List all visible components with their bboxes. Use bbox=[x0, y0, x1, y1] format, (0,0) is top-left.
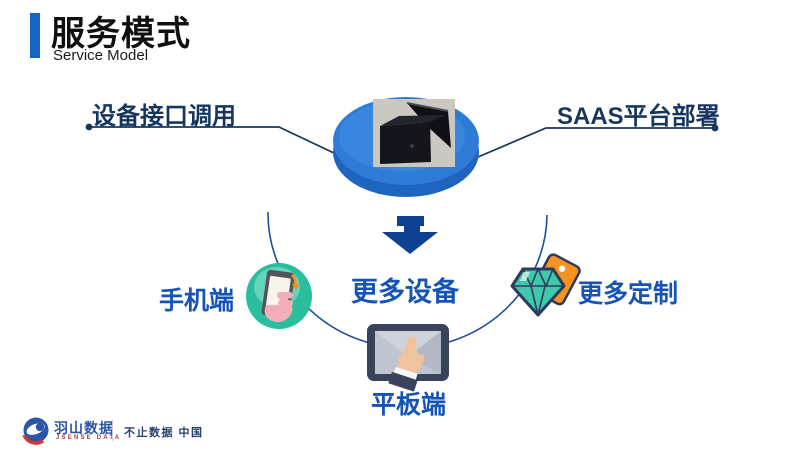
right-branch-line bbox=[477, 124, 719, 158]
more-customization-label: 更多定制 bbox=[578, 280, 679, 308]
page-subtitle: Service Model bbox=[53, 47, 149, 64]
brand-tagline: 不止数据 中国 bbox=[124, 427, 204, 439]
device-photo bbox=[373, 99, 455, 167]
page-title: 服务模式 bbox=[51, 15, 191, 53]
tablet-node-label: 平板端 bbox=[371, 391, 447, 419]
footer-divider bbox=[112, 420, 113, 441]
more-devices-label: 更多设备 bbox=[351, 277, 459, 307]
title-accent-bar bbox=[30, 13, 40, 58]
hand-holding-phone-icon bbox=[246, 263, 312, 329]
left-branch-line bbox=[85, 123, 337, 155]
down-arrow-icon bbox=[382, 216, 438, 254]
right-branch-label: SAAS平台部署 bbox=[557, 103, 720, 130]
left-branch-dot bbox=[85, 123, 93, 131]
brand-name: 羽山数据 bbox=[54, 420, 114, 436]
swirl-globe-logo-icon bbox=[22, 417, 49, 445]
tablet-touch-icon bbox=[367, 324, 449, 392]
gem-with-tag-icon bbox=[510, 253, 581, 317]
right-branch-dot bbox=[711, 124, 719, 132]
brand-latin-name: JSENSE DATA bbox=[56, 435, 122, 441]
left-branch-label: 设备接口调用 bbox=[92, 103, 236, 130]
mobile-node-label: 手机端 bbox=[159, 287, 235, 315]
